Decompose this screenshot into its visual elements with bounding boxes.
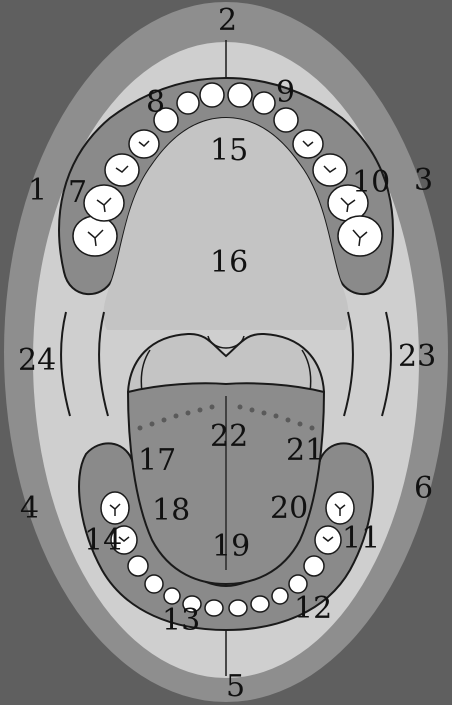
label-7: 7 — [68, 175, 87, 210]
label-10: 10 — [352, 165, 390, 200]
label-5: 5 — [226, 669, 245, 704]
label-11: 11 — [342, 521, 380, 556]
label-16: 16 — [210, 245, 248, 280]
label-15: 15 — [210, 133, 248, 168]
label-4: 4 — [20, 491, 39, 526]
label-8: 8 — [146, 85, 165, 120]
label-3: 3 — [414, 163, 433, 198]
label-2: 2 — [218, 3, 237, 38]
label-6: 6 — [414, 471, 433, 506]
label-12: 12 — [294, 591, 332, 626]
label-23: 23 — [398, 339, 436, 374]
label-21: 21 — [286, 433, 324, 468]
label-13: 13 — [162, 603, 200, 638]
label-20: 20 — [270, 491, 308, 526]
label-24: 24 — [18, 343, 56, 378]
label-9: 9 — [276, 75, 295, 110]
label-19: 19 — [212, 529, 250, 564]
label-22: 22 — [210, 419, 248, 454]
label-14: 14 — [84, 523, 122, 558]
label-18: 18 — [152, 493, 190, 528]
label-17: 17 — [138, 443, 176, 478]
label-1: 1 — [28, 173, 47, 208]
